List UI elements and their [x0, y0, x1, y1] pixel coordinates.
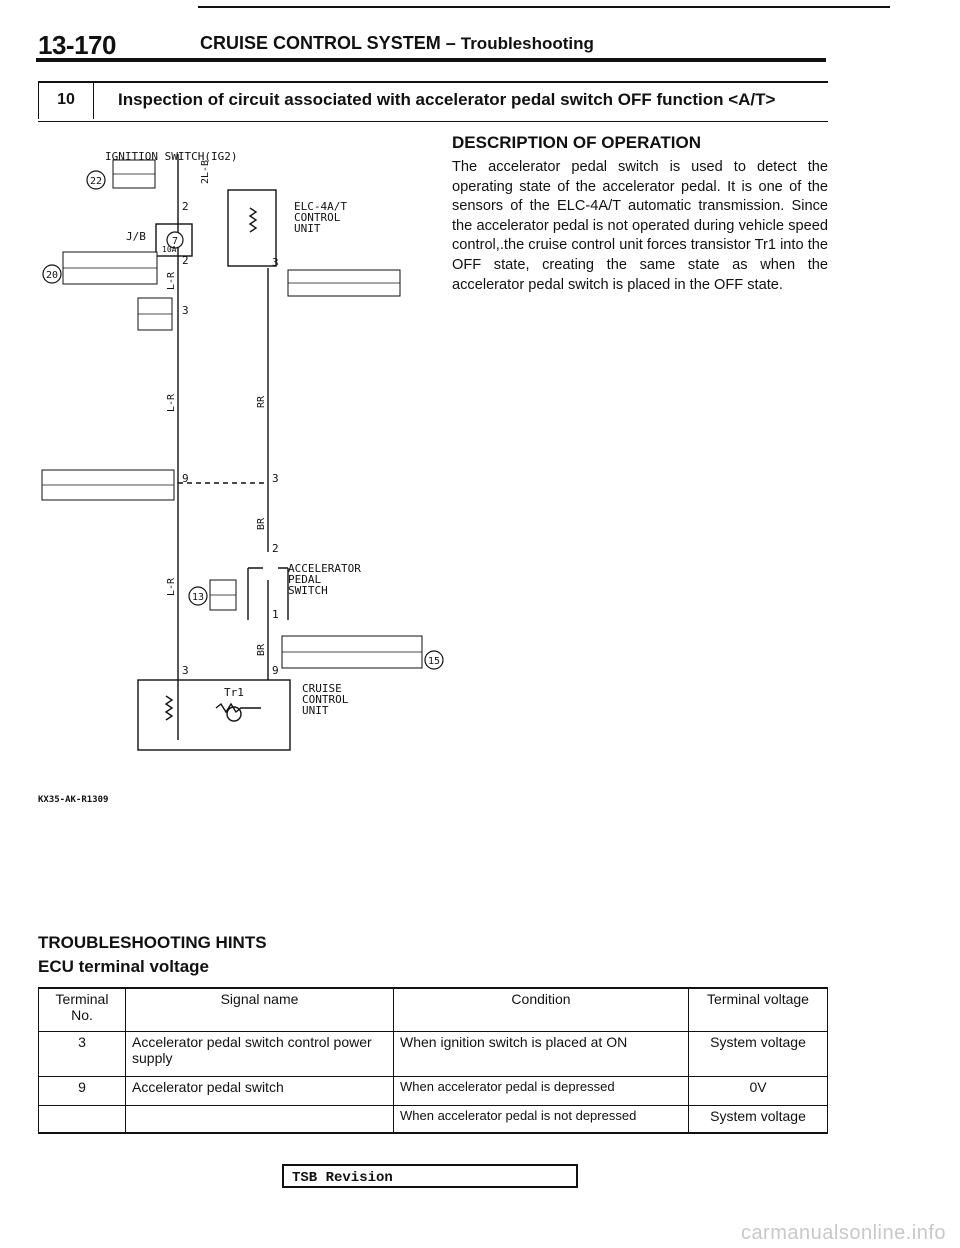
cell-voltage: 0V	[688, 1076, 828, 1106]
ecu-label-line1: ELC-4A/T	[294, 200, 347, 213]
wire-color-label: 2L-B	[200, 160, 211, 184]
title-main: CRUISE CONTROL SYSTEM	[200, 33, 441, 53]
cell-voltage: System voltage	[688, 1031, 828, 1077]
wire-color-label: BR	[256, 643, 267, 656]
connector-15-label: 15	[428, 656, 440, 667]
watermark: carmanualsonline.info	[740, 1222, 946, 1244]
transistor-label: Tr1	[224, 686, 244, 699]
cell-signal	[125, 1105, 394, 1134]
table-row: 9 Accelerator pedal switch When accelera…	[38, 1076, 828, 1106]
ecu-voltage-title: ECU terminal voltage	[38, 957, 209, 976]
connector-13-label: 13	[192, 592, 204, 603]
table-row: When accelerator pedal is not depressed …	[38, 1105, 828, 1134]
cell-voltage: System voltage	[688, 1105, 828, 1134]
wire-color-label: BR	[256, 517, 267, 530]
table-row: 3 Accelerator pedal switch control power…	[38, 1031, 828, 1077]
pin-label: 2	[272, 542, 279, 555]
title-sub: Troubleshooting	[460, 34, 594, 53]
pin-label: 3	[182, 664, 189, 677]
jb-label: J/B	[126, 230, 146, 243]
cell-terminal: 9	[38, 1076, 126, 1106]
fuse-label: 10A	[162, 245, 177, 254]
diagram-ref-code: KX35-AK-R1309	[38, 795, 109, 805]
header-voltage: Terminal voltage	[688, 987, 828, 1032]
table-header-row: Terminal No. Signal name Condition Termi…	[38, 987, 828, 1032]
ecu-label-line2: CONTROL	[294, 211, 341, 224]
top-rule	[198, 6, 890, 8]
cruise-label-line1: CRUISE	[302, 682, 342, 695]
cell-signal: Accelerator pedal switch	[125, 1076, 394, 1106]
ignition-switch-label: IGNITION SWITCH(IG2)	[105, 150, 237, 163]
wire-color-label: L-R	[166, 393, 177, 412]
pin-label: 2	[182, 200, 189, 213]
cell-terminal	[38, 1105, 126, 1134]
cruise-label-line2: CONTROL	[302, 693, 349, 706]
page-title: CRUISE CONTROL SYSTEM – Troubleshooting	[200, 33, 594, 54]
connector-7-label: 7	[172, 236, 178, 247]
title-dash: –	[445, 33, 456, 53]
pedal-label-line3: SWITCH	[288, 584, 328, 597]
cell-terminal: 3	[38, 1031, 126, 1077]
header-rule	[36, 58, 826, 62]
ecu-label-line3: UNIT	[294, 222, 321, 235]
connector-22-label: 22	[90, 176, 102, 187]
cell-signal: Accelerator pedal switch control power s…	[125, 1031, 394, 1077]
cell-condition: When accelerator pedal is not depressed	[393, 1105, 689, 1134]
wire-color-label: RR	[256, 395, 267, 408]
description-title: DESCRIPTION OF OPERATION	[452, 133, 702, 152]
ecu-terminal-table: Terminal No. Signal name Condition Termi…	[38, 987, 828, 1134]
description-body: The accelerator pedal switch is used to …	[452, 159, 828, 293]
pin-label: 2	[182, 254, 189, 267]
header-signal: Signal name	[125, 987, 394, 1032]
section-box	[38, 81, 828, 122]
cell-condition: When accelerator pedal is depressed	[393, 1076, 689, 1106]
tsb-revision-box: TSB Revision	[282, 1164, 578, 1188]
wiring-diagram: 22 20 7 13 15 IGNITION SWITCH(IG2) J/B 1…	[41, 150, 444, 751]
page-number: 13-170	[38, 30, 116, 60]
cruise-label-line3: UNIT	[302, 704, 329, 717]
section-title: Inspection of circuit associated with ac…	[118, 90, 776, 109]
wire-color-label: L-R	[166, 271, 177, 290]
pin-label: 9	[182, 472, 189, 485]
wire-color-label: L-R	[166, 577, 177, 596]
header-condition: Condition	[393, 987, 689, 1032]
header-terminal: Terminal No.	[38, 987, 126, 1032]
pedal-label-line2: PEDAL	[288, 573, 321, 586]
section-number: 10	[38, 81, 94, 119]
pin-label: 1	[272, 608, 279, 621]
pin-label: 3	[272, 472, 279, 485]
pin-label: 3	[182, 304, 189, 317]
pin-label: 3	[272, 256, 279, 269]
connector-20-label: 20	[46, 270, 58, 281]
pedal-label-line1: ACCELERATOR	[288, 562, 361, 575]
hints-title: TROUBLESHOOTING HINTS	[38, 933, 267, 952]
pin-label: 9	[272, 664, 279, 677]
cell-condition: When ignition switch is placed at ON	[393, 1031, 689, 1077]
